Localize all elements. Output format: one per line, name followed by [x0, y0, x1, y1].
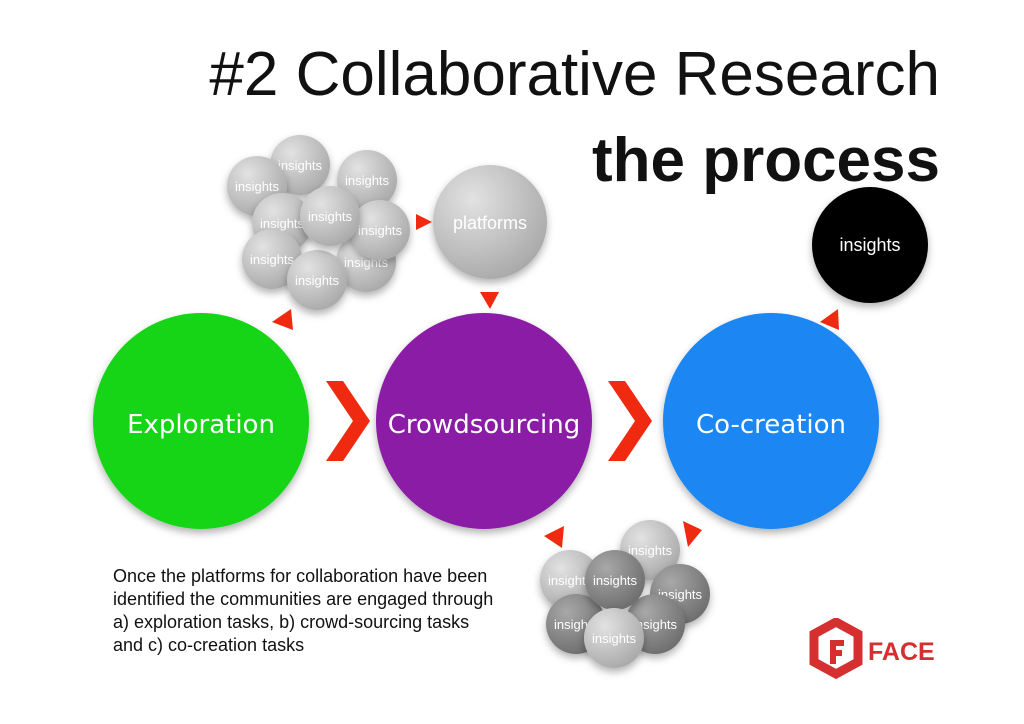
- insights-bubble-label: insights: [278, 158, 323, 173]
- pointer-arrow-to-cluster: [272, 309, 293, 330]
- svg-text:Co-creation: Co-creation: [696, 410, 846, 440]
- insights-bubble: insights: [350, 200, 410, 260]
- caption-line: a) exploration tasks, b) crowd-sourcing …: [113, 612, 470, 632]
- insights-bubble-label: insights: [592, 631, 637, 646]
- insights-bubble: insights: [584, 608, 644, 668]
- pointer-arrow-to-bottom-cluster: [544, 526, 564, 548]
- svg-text:Exploration: Exploration: [127, 410, 275, 440]
- caption-line: identified the communities are engaged t…: [113, 589, 494, 609]
- face-logo: FACE: [808, 616, 948, 680]
- insights-bubble: insights: [287, 250, 347, 310]
- flow-arrow-exploration-to-crowdsourcing: [326, 381, 370, 461]
- insights-bubble: insights: [242, 229, 302, 289]
- insights-bubble-label: insights: [633, 617, 678, 632]
- stage-exploration: Exploration: [93, 313, 309, 529]
- pointer-arrow-platforms-down: [480, 292, 499, 309]
- insights-bubble: insights: [300, 186, 360, 246]
- insights-bubble-label: insights: [295, 273, 340, 288]
- svg-text:Crowdsourcing: Crowdsourcing: [388, 410, 581, 440]
- insights-bubble-label: insights: [260, 216, 305, 231]
- face-logo-f-mark: [830, 640, 844, 664]
- pointer-arrow-from-cluster: [416, 214, 432, 230]
- svg-text:platforms: platforms: [453, 213, 527, 233]
- insights-bubble-label: insights: [628, 543, 673, 558]
- insights-bubble-label: insights: [345, 173, 390, 188]
- insights-bubble: insights: [585, 550, 645, 610]
- pointer-arrow-to-insights: [820, 309, 839, 330]
- caption: Once the platforms for collaboration hav…: [113, 565, 533, 657]
- caption-line: and c) co-creation tasks: [113, 635, 305, 655]
- insights-bubble-label: insights: [358, 223, 403, 238]
- insights-bubble: insights: [337, 150, 397, 210]
- insights-bubble-label: insights: [548, 573, 593, 588]
- face-logo-hexagon: [809, 616, 863, 680]
- slide-title: #2 Collaborative Research: [209, 40, 940, 109]
- platforms-node: platforms: [433, 165, 547, 279]
- insights-cluster-bottom: insights insights insights insights insi…: [540, 520, 710, 668]
- caption-line: Once the platforms for collaboration hav…: [113, 566, 488, 586]
- insights-cluster-top: insights insights insights insights insi…: [227, 135, 410, 310]
- insights-bubble-label: insights: [235, 179, 280, 194]
- insights-bubble-label: insights: [250, 252, 295, 267]
- slide-subtitle: the process: [591, 126, 940, 195]
- face-logo-text: FACE: [868, 638, 935, 666]
- insights-result-node: insights: [812, 187, 928, 303]
- svg-text:insights: insights: [839, 235, 900, 255]
- insights-bubble-label: insights: [308, 209, 353, 224]
- pointer-arrow-from-bottom-cluster: [683, 521, 702, 547]
- stage-co-creation: Co-creation: [663, 313, 879, 529]
- stage-crowdsourcing: Crowdsourcing: [376, 313, 592, 529]
- flow-arrow-crowdsourcing-to-co-creation: [608, 381, 652, 461]
- insights-bubble: insights: [540, 550, 600, 610]
- insights-bubble-label: insights: [593, 573, 638, 588]
